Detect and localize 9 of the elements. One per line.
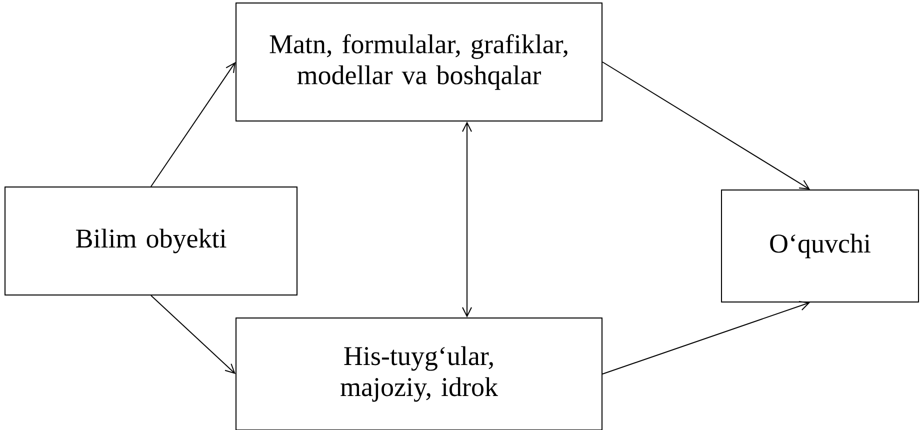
arrow xyxy=(462,121,472,318)
text-box: Matn, formulalar, grafiklar, modellar va boshqalar xyxy=(236,2,602,122)
arrow xyxy=(150,294,236,374)
arrow xyxy=(602,62,810,190)
arrow xyxy=(602,301,810,374)
text-box: O‘quvchi xyxy=(721,190,919,302)
text-box: Bilim obyekti xyxy=(4,186,298,296)
text-box: His-tuyg‘ular, majoziy, idrok xyxy=(236,318,602,430)
arrow xyxy=(150,62,236,187)
